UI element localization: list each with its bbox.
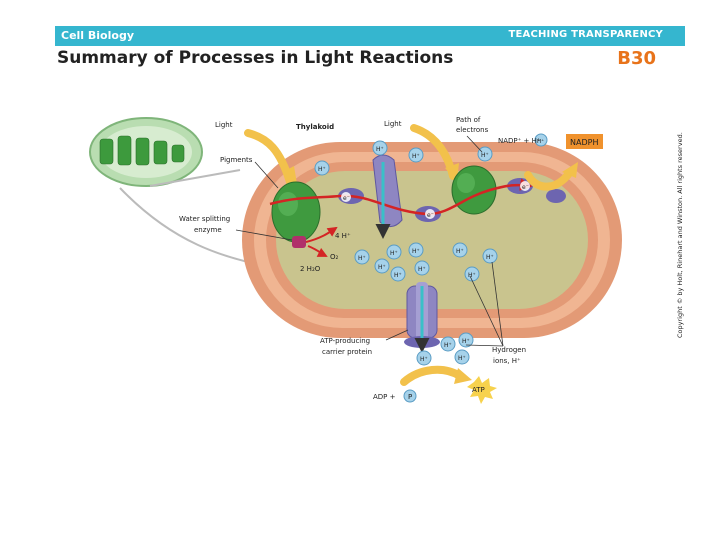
svg-text:H⁺: H⁺ [456,248,464,255]
ion: H⁺ [354,249,370,265]
svg-text:H⁺: H⁺ [378,264,386,271]
atp-synthase [404,282,440,353]
thylakoid-label: Thylakoid [296,123,334,131]
path-of-electrons-label-2: electrons [456,126,489,134]
ion: H⁺ [464,266,480,282]
ion: H⁺ [454,349,470,365]
photosystem-ii [271,181,321,243]
series-label: TEACHING TRANSPARENCY [508,29,663,40]
transparency-code: B30 [617,48,656,69]
svg-text:H⁺: H⁺ [390,250,398,257]
water-splitting-enzyme [292,236,306,248]
phosphate: P [403,389,417,403]
atp-protein-label-2: carrier protein [322,348,372,356]
light-center-label: Light [384,120,402,128]
ion: H⁺ [314,160,330,176]
svg-text:H⁺: H⁺ [412,153,420,160]
svg-text:H⁺: H⁺ [358,255,366,262]
adp-label: ADP + [373,393,396,401]
svg-text:H⁺: H⁺ [468,272,476,279]
svg-text:P: P [408,393,412,401]
hydrogen-ions: H⁺ H⁺ H⁺ H⁺ H⁺ H⁺ H⁺ H⁺ H⁺ H⁺ H⁺ H⁺ H⁺ H… [314,133,548,366]
ion: H⁺ [477,146,493,162]
electron-label-3: e⁻ [522,184,529,191]
electron-label-2: e⁻ [427,212,434,219]
ion: H⁺ [386,244,402,260]
svg-text:H⁺: H⁺ [420,356,428,363]
atp-burst [467,376,497,404]
ion: H⁺ [372,140,388,156]
svg-text:H⁺: H⁺ [318,166,326,173]
light-left-label: Light [215,121,233,129]
ion: H⁺ [482,248,498,264]
electron-label-1: e⁻ [343,195,350,202]
svg-text:H⁺: H⁺ [486,254,494,261]
ion: H⁺ [408,242,424,258]
svg-text:H⁺: H⁺ [376,146,384,153]
ion: H⁺ [452,242,468,258]
nadph-box [566,134,603,149]
ion: H⁺ [408,147,424,163]
nadp-equation-label: NADP⁺ + H⁺ [498,137,541,145]
ion: H⁺ [440,336,456,352]
ion: H⁺ [414,260,430,276]
atp-label: ATP [472,386,485,394]
water-splitting-label-2: enzyme [194,226,222,234]
ion: H⁺ [374,258,390,274]
hydrogen-ions-label-1: Hydrogen [492,346,526,354]
water-splitting-label-1: Water splitting [179,215,230,223]
page-title: Summary of Processes in Light Reactions [57,48,454,68]
path-of-electrons-label-1: Path of [456,116,481,124]
four-h-label: 4 H⁺ [335,232,351,240]
pigments-label: Pigments [220,156,253,164]
ion: H⁺ [458,332,474,348]
atp-protein-label-1: ATP-producing [320,337,370,345]
hydrogen-ions-label-2: ions, H⁺ [493,357,521,365]
svg-text:H⁺: H⁺ [481,152,489,159]
svg-text:H⁺: H⁺ [462,338,470,345]
nadph-label: NADPH [570,138,598,147]
svg-text:H⁺: H⁺ [412,248,420,255]
ion: H⁺ [390,266,406,282]
subject-label: Cell Biology [61,29,134,42]
water-label: 2 H₂O [300,265,321,273]
svg-text:H⁺: H⁺ [537,138,544,145]
oxygen-label: O₂ [330,253,339,261]
svg-text:H⁺: H⁺ [444,342,452,349]
svg-text:H⁺: H⁺ [418,266,426,273]
header-bar: Cell Biology TEACHING TRANSPARENCY [55,26,685,46]
svg-text:H⁺: H⁺ [394,272,402,279]
chloroplast [89,117,203,187]
ion: H⁺ [534,133,548,147]
thylakoid-lumen [276,171,588,309]
svg-text:H⁺: H⁺ [458,355,466,362]
ion: H⁺ [416,350,432,366]
